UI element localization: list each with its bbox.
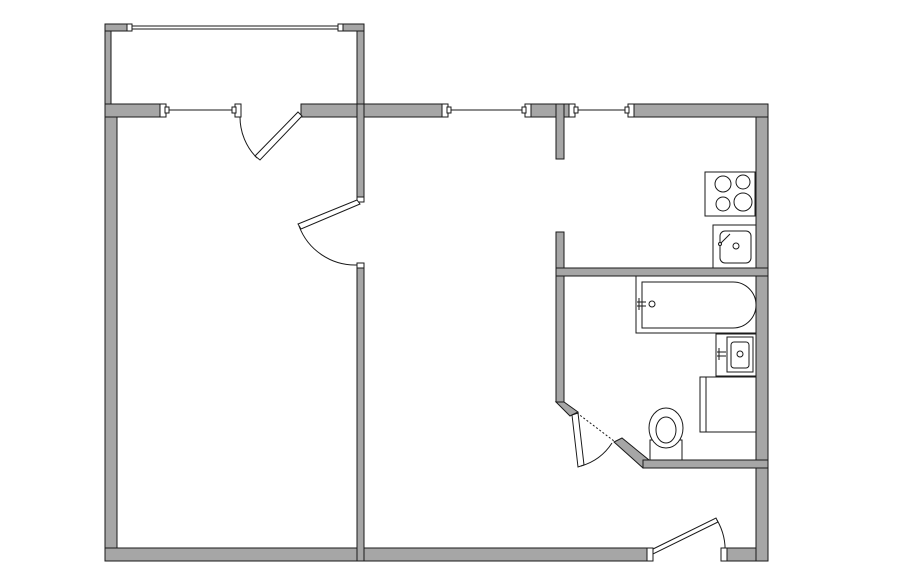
- bedroom-door: [297, 199, 361, 266]
- partition-wall-upper: [356, 103, 365, 202]
- bathtub-icon: [635, 275, 757, 334]
- doors: [239, 111, 728, 562]
- kitchen-wall-stub: [555, 103, 565, 160]
- entrance-door: [646, 517, 728, 562]
- windows: [126, 23, 635, 269]
- balcony-front-window: [126, 23, 344, 32]
- partition-wall-lower: [356, 263, 365, 562]
- kitchen-divider-vertical: [555, 231, 565, 403]
- outer-wall-left: [104, 103, 118, 562]
- outer-wall-right: [755, 103, 769, 562]
- balcony-wall-top-stub-left: [104, 23, 130, 32]
- bathroom-door: [571, 412, 615, 468]
- bathroom-wall-diagonal-upper: [554, 401, 579, 417]
- kitchen-sink-icon: [712, 224, 757, 269]
- washbasin-icon: [715, 333, 757, 377]
- top-wall-segment-1: [104, 103, 161, 118]
- kitchen-window: [568, 103, 635, 118]
- living-window-1: [441, 103, 532, 118]
- outer-wall-bottom-left: [104, 547, 652, 562]
- kitchen-bath-wall: [555, 267, 769, 277]
- balcony-wall-top-stub-right: [340, 23, 365, 32]
- washing-machine-icon: [699, 376, 757, 433]
- fixtures: [635, 171, 757, 461]
- top-wall-segment-4: [633, 103, 769, 118]
- balcony-door: [239, 111, 303, 161]
- stove-icon: [704, 171, 757, 217]
- top-wall-segment-2: [300, 103, 443, 118]
- balcony-window-left: [159, 103, 242, 118]
- balcony-wall-right: [356, 23, 365, 105]
- toilet-icon: [648, 407, 684, 461]
- bathroom-wall-bottom: [642, 459, 769, 469]
- balcony-wall-left: [104, 23, 112, 105]
- walls: [104, 23, 769, 562]
